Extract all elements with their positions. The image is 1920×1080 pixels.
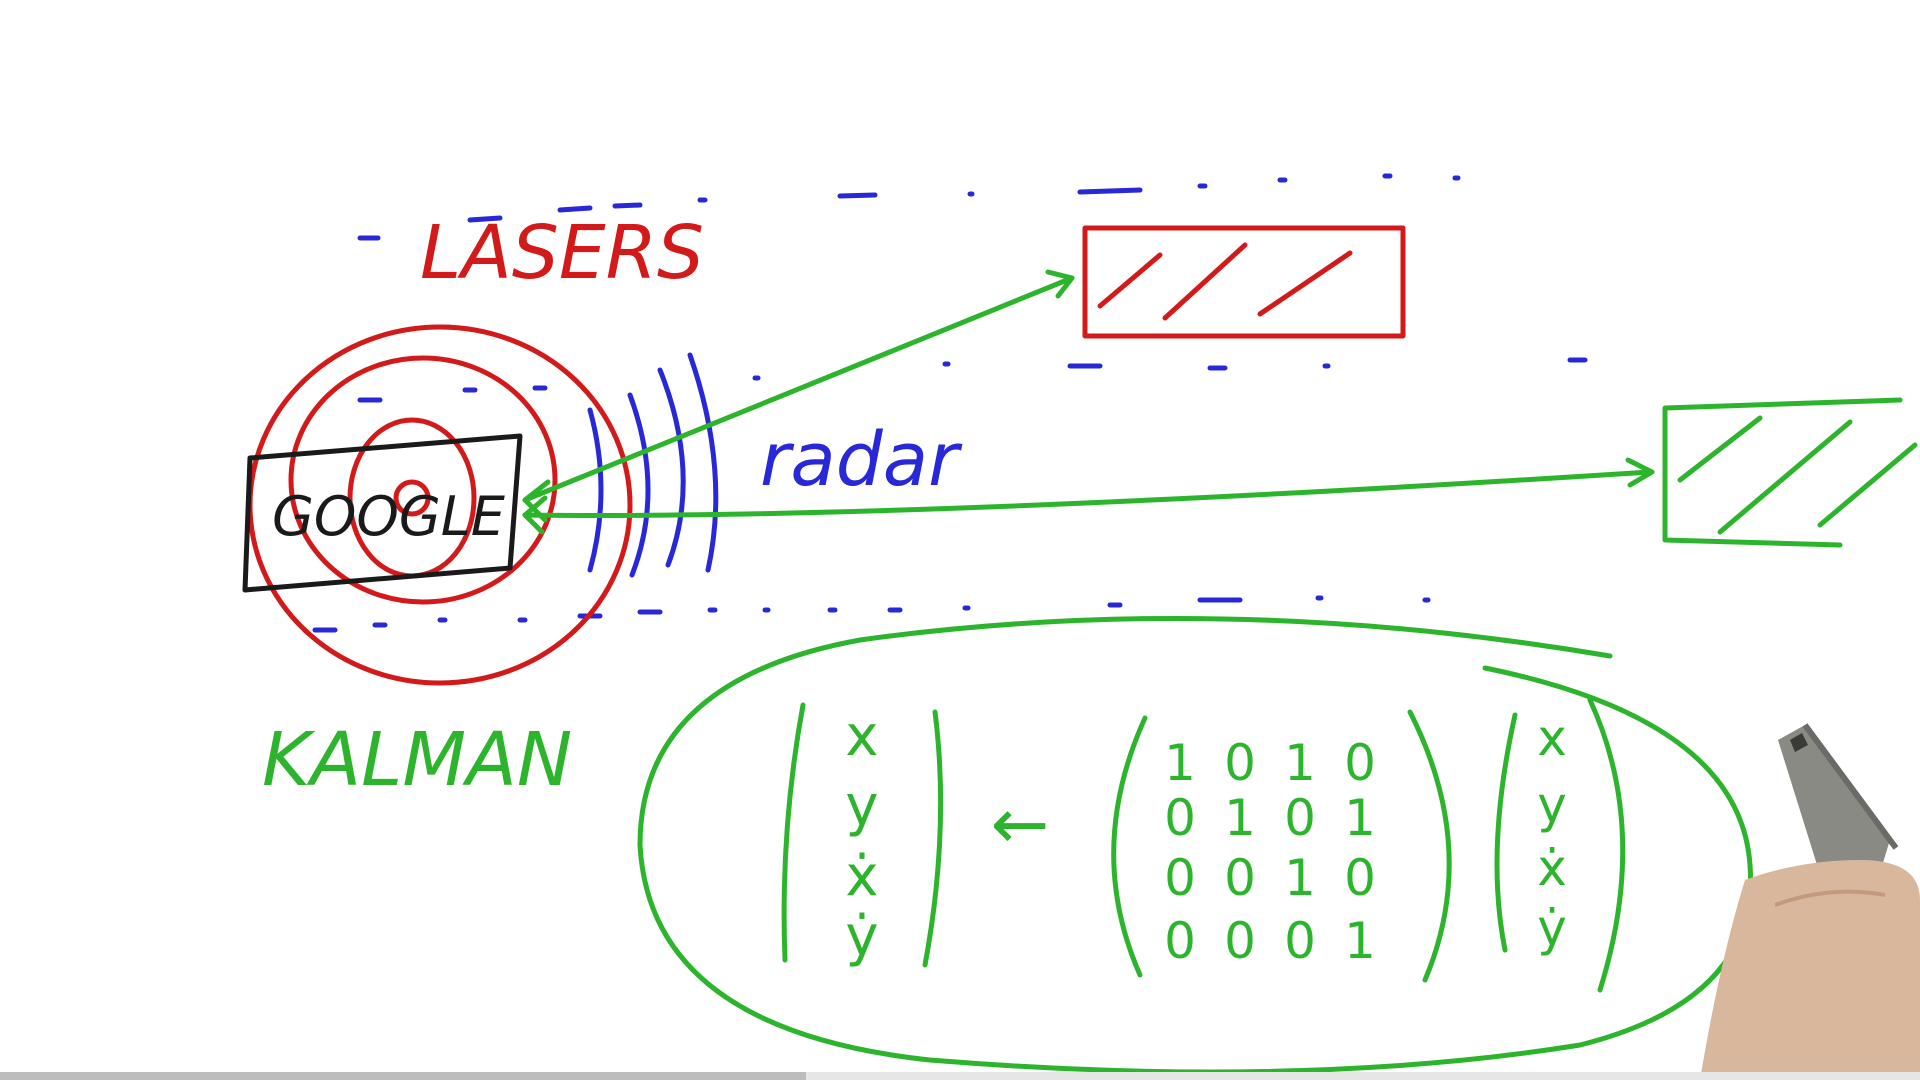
matrix-cell: 0 — [1224, 849, 1256, 907]
radar-waves — [587, 352, 719, 578]
google-car-label: GOOGLE — [272, 485, 506, 548]
pen-in-hand — [1700, 723, 1920, 1080]
red-car — [1082, 225, 1406, 339]
matrix-cell: 1 — [1164, 734, 1196, 792]
matrix-cell: 0 — [1284, 912, 1316, 970]
measurement-arrows — [522, 269, 1655, 535]
result-vector-entry: x — [845, 704, 878, 769]
matrix-cell: 1 — [1284, 734, 1316, 792]
matrix-cell: 1 — [1344, 912, 1376, 970]
lane-markings-bottom — [312, 595, 1431, 633]
state-vector: x y ẋ ẏ — [1494, 697, 1626, 993]
state-vector-entry: ẏ — [1537, 899, 1567, 957]
result-vector: x y ẋ ẏ — [781, 702, 944, 969]
radar-label: radar — [760, 417, 963, 503]
update-arrow: ← — [991, 783, 1050, 865]
state-vector-entry: y — [1537, 776, 1567, 834]
matrix-cell: 0 — [1224, 734, 1256, 792]
kalman-label: KALMAN — [262, 717, 572, 803]
matrix-cell: 0 — [1344, 734, 1376, 792]
lasers-label: LASERS — [420, 210, 704, 296]
google-car — [242, 433, 523, 593]
matrix-cell: 1 — [1344, 789, 1376, 847]
matrix-cell: 1 — [1284, 849, 1316, 907]
matrix-cell: 0 — [1164, 912, 1196, 970]
matrix-cell: 0 — [1344, 849, 1376, 907]
lane-markings-top — [357, 173, 1461, 241]
green-car — [1662, 397, 1918, 548]
transition-matrix: 1 0 1 0 0 1 0 1 0 0 1 0 0 0 0 1 — [1111, 709, 1452, 983]
video-progress-bar[interactable] — [0, 1072, 1920, 1080]
matrix-cell: 0 — [1164, 789, 1196, 847]
lane-markings-middle — [357, 357, 1588, 403]
result-vector-entry: ẏ — [845, 904, 878, 969]
state-vector-entry: ẋ — [1537, 839, 1567, 897]
state-vector-entry: x — [1537, 709, 1567, 767]
matrix-cell: 0 — [1284, 789, 1316, 847]
matrix-cell: 0 — [1164, 849, 1196, 907]
matrix-cell: 1 — [1224, 789, 1256, 847]
matrix-cell: 0 — [1224, 912, 1256, 970]
result-vector-entry: ẋ — [845, 844, 878, 909]
result-vector-entry: y — [845, 774, 878, 839]
video-progress-fill — [0, 1072, 807, 1080]
